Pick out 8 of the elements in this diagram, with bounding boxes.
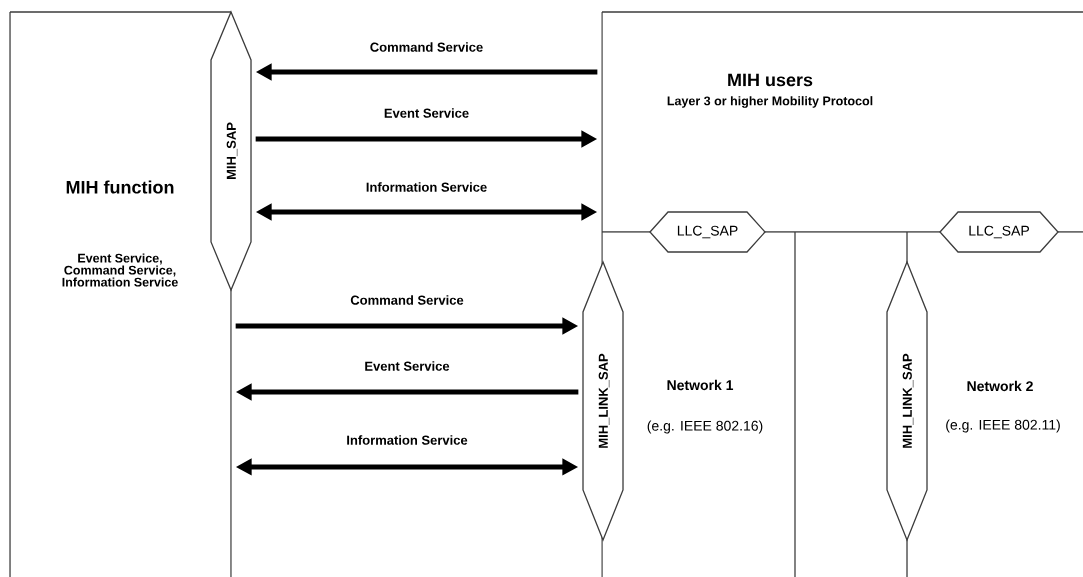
edge-label: Command Service — [349, 294, 465, 306]
edge-label: Command Service — [368, 41, 485, 53]
sap-hexagon: LLC_SAP — [649, 211, 766, 253]
edge-label: Information Service — [364, 181, 489, 193]
edge-label: Event Service — [382, 107, 471, 119]
edge-label: Event Service — [363, 360, 451, 372]
edge-label: Information Service — [345, 434, 469, 446]
sap-hexagon: LLC_SAP — [939, 211, 1059, 253]
